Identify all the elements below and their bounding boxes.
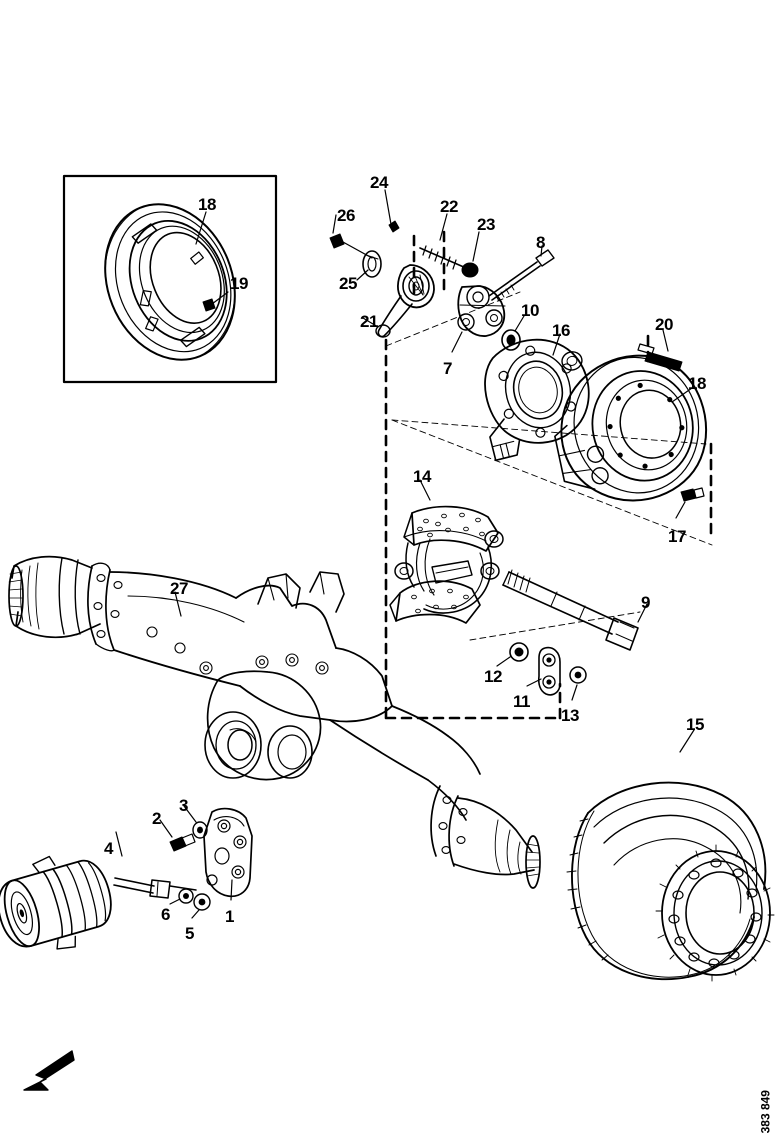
leader-4 bbox=[115, 831, 123, 857]
inset-frame bbox=[62, 174, 278, 384]
callout-24: 24 bbox=[370, 173, 388, 192]
leader-27 bbox=[174, 591, 182, 617]
callout-12: 12 bbox=[484, 667, 502, 686]
callout-6: 6 bbox=[161, 905, 170, 924]
callout-3: 3 bbox=[179, 796, 188, 815]
leader-18-main bbox=[671, 387, 693, 403]
orientation-arrow bbox=[23, 1050, 75, 1091]
callout-9: 9 bbox=[641, 593, 650, 612]
callout-4: 4 bbox=[104, 839, 113, 858]
assembly-dashed-boundary bbox=[384, 230, 713, 720]
leader-25 bbox=[356, 269, 369, 281]
callout-17: 17 bbox=[668, 527, 686, 546]
leader-1 bbox=[230, 879, 233, 901]
callout-13: 13 bbox=[561, 706, 579, 725]
leader-21 bbox=[362, 317, 379, 328]
callout-5: 5 bbox=[185, 924, 194, 943]
diagram-linework bbox=[0, 174, 775, 1091]
leader-20 bbox=[662, 329, 669, 352]
leader-23 bbox=[472, 231, 480, 262]
leader-10 bbox=[514, 315, 525, 332]
leader-13 bbox=[571, 684, 578, 701]
leader-3 bbox=[183, 805, 197, 823]
callout-20: 20 bbox=[655, 315, 673, 334]
leader-7 bbox=[451, 331, 463, 353]
callout-7: 7 bbox=[443, 359, 452, 378]
leader-6 bbox=[169, 898, 181, 905]
figure-reference-number: 383 849 bbox=[758, 1090, 772, 1133]
leader-8 bbox=[540, 245, 543, 257]
leader-12 bbox=[496, 656, 511, 667]
leader-5 bbox=[191, 909, 200, 919]
callout-8: 8 bbox=[536, 233, 545, 252]
callout-18: 18 bbox=[198, 195, 216, 214]
callout-10: 10 bbox=[521, 301, 539, 320]
callout-14: 14 bbox=[413, 467, 431, 486]
callout-27: 27 bbox=[170, 579, 188, 598]
callout-23: 23 bbox=[477, 215, 495, 234]
leader-17 bbox=[675, 501, 686, 519]
rivet-19 bbox=[202, 298, 216, 312]
callout-11: 11 bbox=[513, 692, 530, 711]
leader-9 bbox=[637, 603, 648, 623]
leader-26 bbox=[332, 214, 337, 234]
leader-14 bbox=[419, 479, 431, 501]
leader-16 bbox=[552, 333, 561, 356]
leader-2 bbox=[159, 819, 173, 838]
callout-15: 15 bbox=[686, 715, 704, 734]
callout-16: 16 bbox=[552, 321, 570, 340]
leader-11 bbox=[526, 678, 542, 687]
callout-22: 22 bbox=[440, 197, 458, 216]
callout-19: 19 bbox=[230, 274, 248, 293]
callout-2: 2 bbox=[152, 809, 161, 828]
leader-18-inset bbox=[195, 211, 207, 245]
callout-21: 21 bbox=[360, 312, 378, 331]
callout-1: 1 bbox=[225, 907, 234, 926]
slack-arm bbox=[377, 295, 413, 338]
leader-22 bbox=[439, 213, 448, 241]
callout-18: 18 bbox=[688, 374, 706, 393]
leader-15 bbox=[679, 729, 695, 753]
callout-26: 26 bbox=[337, 206, 355, 225]
callout-25: 25 bbox=[339, 274, 357, 293]
